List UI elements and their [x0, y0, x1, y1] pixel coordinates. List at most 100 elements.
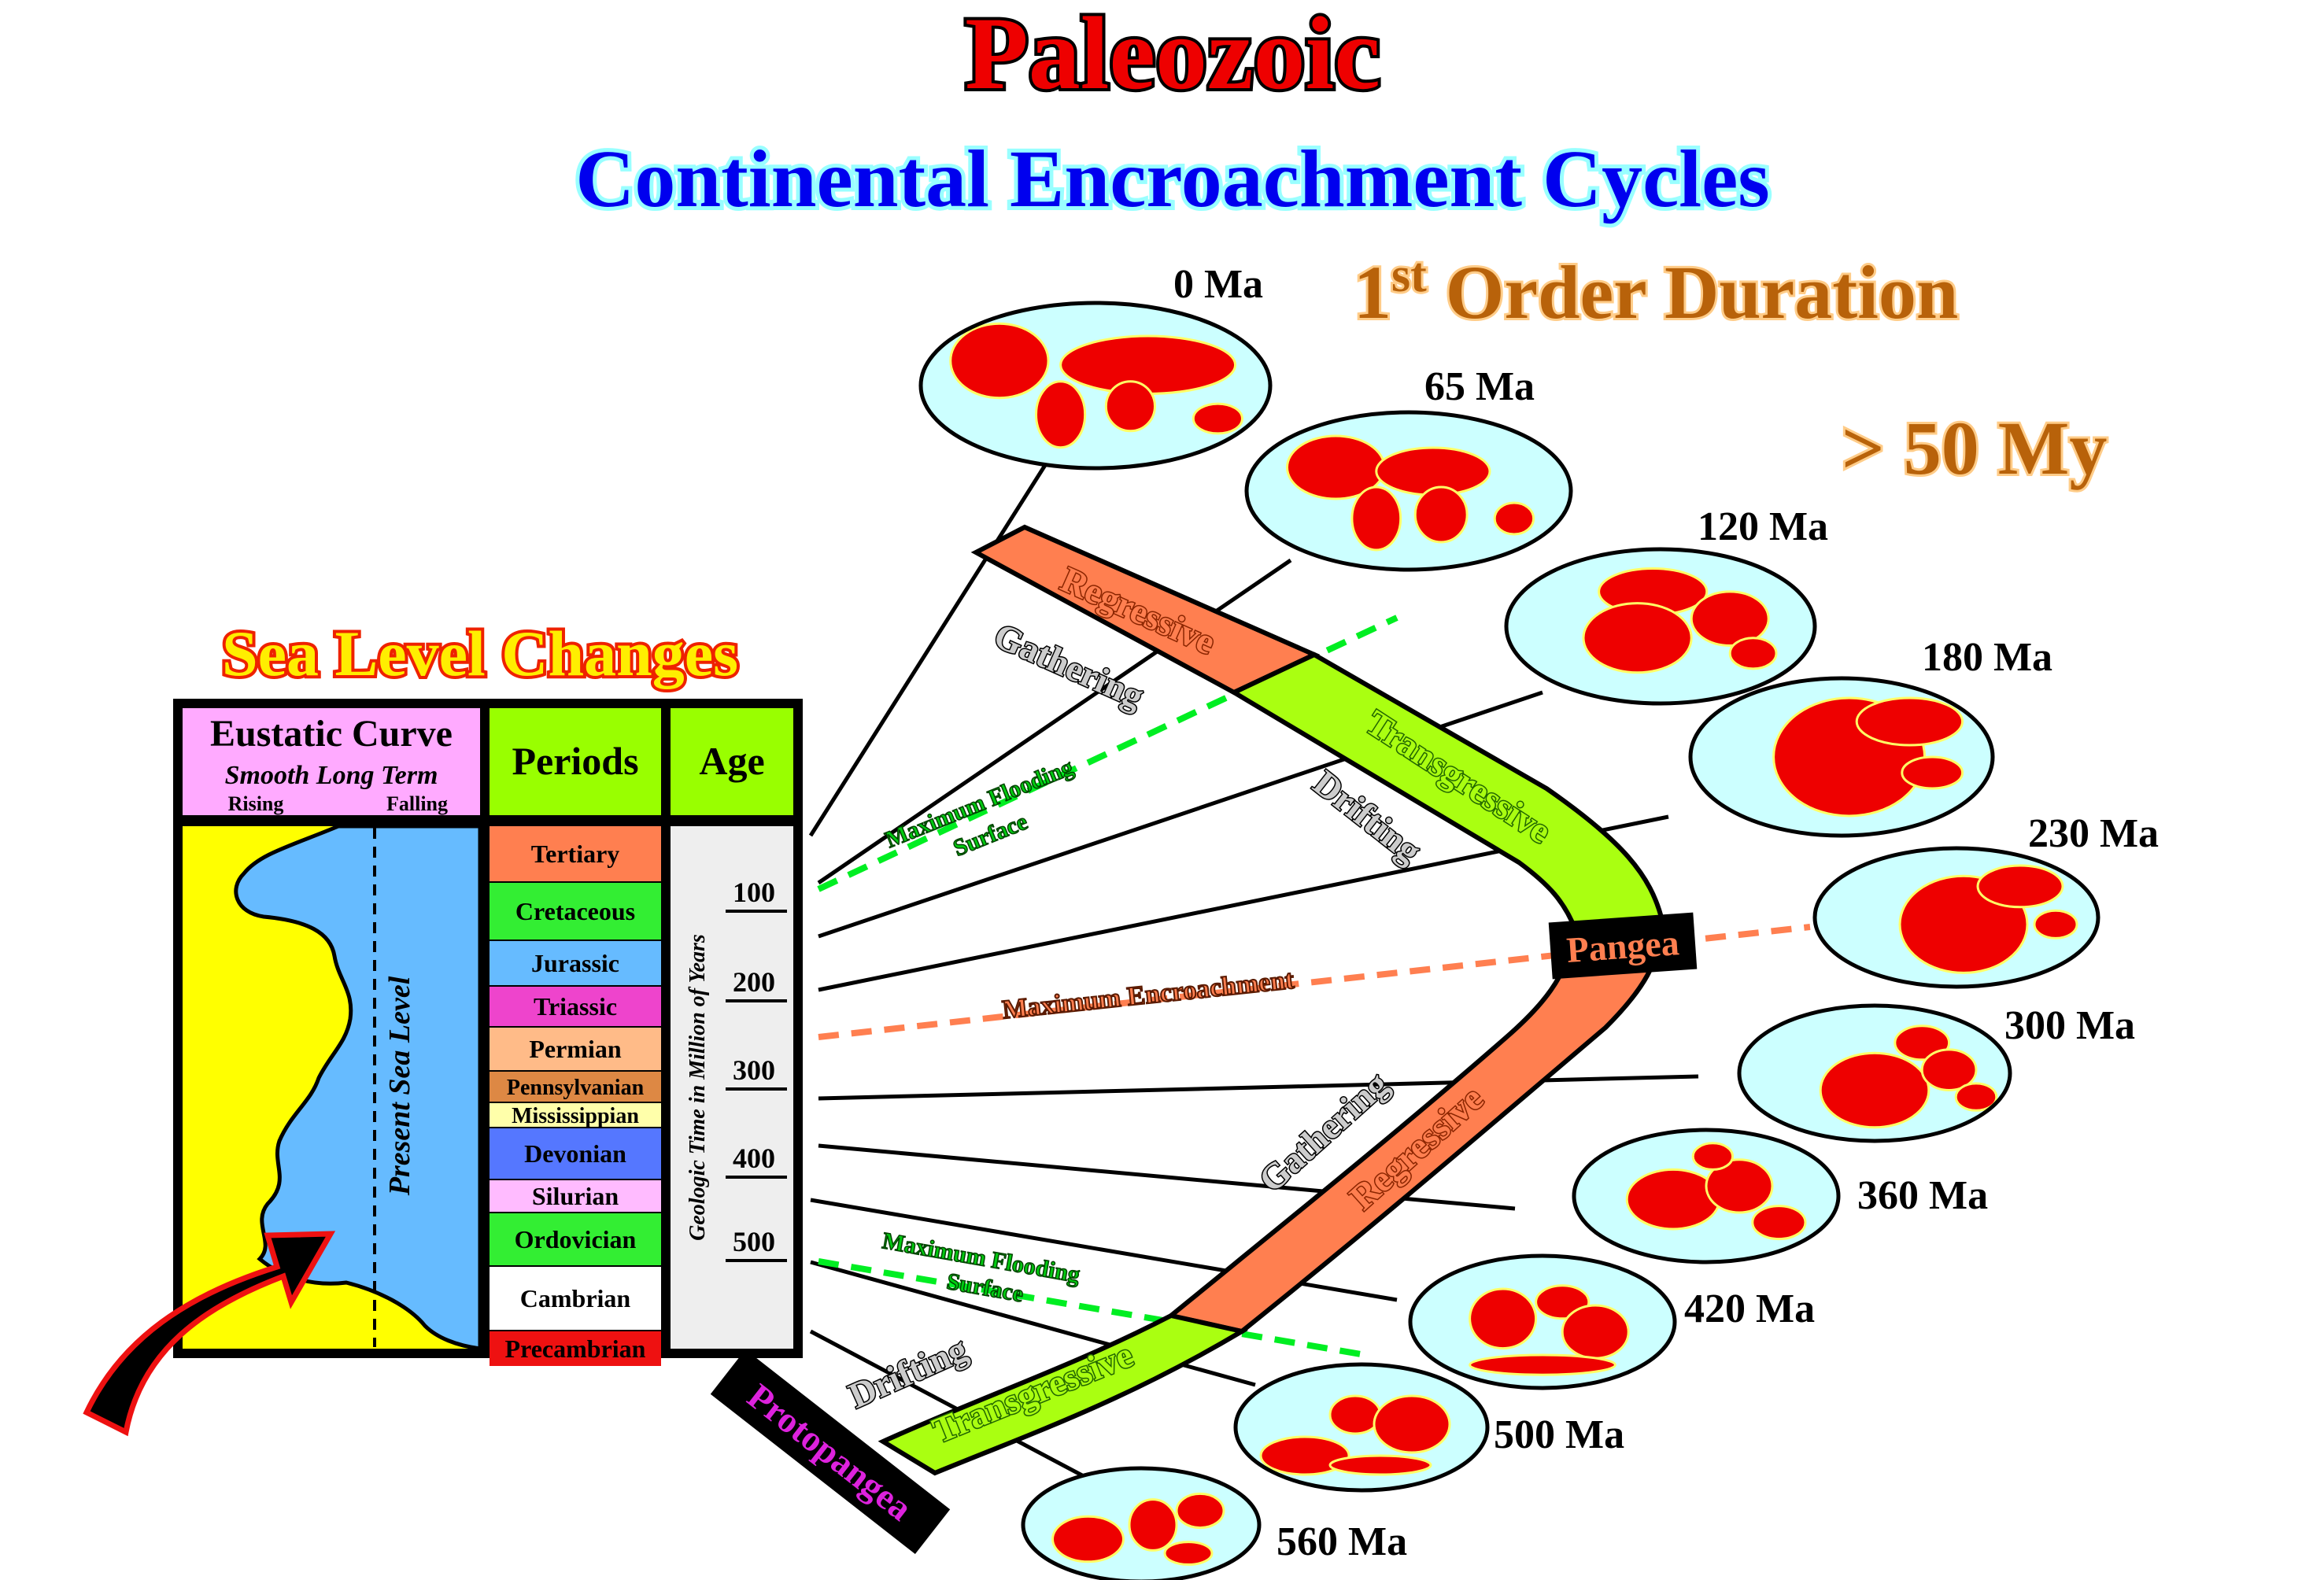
- age-tick-label: 100: [733, 877, 775, 908]
- duration-label: 1st Order Duration: [1354, 249, 1958, 334]
- period-label: Triassic: [534, 992, 617, 1021]
- globe-420ma: 420 Ma: [1408, 1253, 1815, 1390]
- continent: [1373, 1394, 1451, 1454]
- time-line-300ma: [818, 1074, 1699, 1101]
- continent: [1469, 1287, 1538, 1350]
- max-encroachment-label: Maximum Encroachment: [1001, 965, 1296, 1025]
- period-label: Cretaceous: [515, 897, 635, 925]
- period-cell: [490, 1028, 661, 1070]
- globe-age-label: 300 Ma: [2004, 1003, 2135, 1048]
- continent: [1819, 1051, 1931, 1129]
- age-tick-label: 200: [733, 966, 775, 998]
- globe-outline: [1504, 547, 1817, 706]
- pangea-box-bg: [1548, 912, 1698, 980]
- continent: [1582, 602, 1693, 674]
- subtitle: Continental Encroachment Cycles: [575, 134, 1770, 224]
- period-cell: [490, 826, 661, 881]
- continent: [1976, 864, 2064, 909]
- continent: [2033, 909, 2078, 940]
- pangea-label: Pangea: [1565, 922, 1680, 970]
- band-transgressive-top: [1229, 652, 1665, 933]
- period-label: Tertiary: [531, 840, 620, 868]
- globe-0ma: 0 Ma: [918, 262, 1273, 471]
- globe-65ma: 65 Ma: [1244, 364, 1573, 572]
- cycle-bands: [878, 524, 1665, 1476]
- age-axis-label: Geologic Time in Million of Years: [685, 934, 710, 1241]
- period-label: Mississippian: [512, 1104, 639, 1128]
- age-header-cell: [671, 708, 793, 815]
- period-label: Cambrian: [520, 1284, 631, 1312]
- eustatic-subheader: Smooth Long Term: [225, 761, 438, 790]
- continent: [1163, 1541, 1214, 1566]
- continent: [1413, 485, 1469, 544]
- continent: [1328, 1454, 1432, 1476]
- rising-label: Rising: [228, 792, 284, 815]
- globe-500ma: 500 Ma: [1233, 1362, 1624, 1493]
- continent: [1175, 1492, 1225, 1530]
- period-label: Jurassic: [531, 949, 619, 977]
- globe-land: [1819, 1024, 1998, 1129]
- globe-outline: [1233, 1362, 1490, 1493]
- time-line-0ma: [808, 461, 1049, 837]
- continent: [1104, 380, 1156, 433]
- period-label: Pennsylvanian: [507, 1076, 645, 1100]
- sea-level-table: Eustatic Curve Smooth Long Term Rising F…: [83, 699, 803, 1437]
- continent: [1728, 637, 1778, 670]
- globe-outline: [1812, 846, 2100, 989]
- globe-180ma: 180 Ma: [1688, 635, 2052, 838]
- globe-outline: [1737, 1003, 2012, 1143]
- age-tick-label: 300: [733, 1054, 775, 1086]
- continent: [1328, 1394, 1382, 1435]
- continent: [1855, 696, 1964, 747]
- period-label: Permian: [529, 1035, 622, 1063]
- eustatic-header-cell: [183, 708, 480, 815]
- period-label: Silurian: [532, 1182, 619, 1210]
- continent: [1051, 1515, 1125, 1563]
- globe-120ma: 120 Ma: [1504, 504, 1828, 706]
- continent: [1561, 1304, 1630, 1360]
- globe-age-label: 500 Ma: [1494, 1412, 1624, 1457]
- period-cell: [490, 1103, 661, 1127]
- globe-230ma: 230 Ma: [1812, 811, 2159, 989]
- continent: [1705, 1158, 1774, 1214]
- globe-land: [1625, 1142, 1807, 1241]
- continent: [1493, 501, 1535, 536]
- falling-label: Falling: [386, 792, 448, 815]
- globe-outline: [918, 301, 1273, 471]
- continent: [1954, 1082, 1998, 1112]
- age-tick-label: 400: [733, 1143, 775, 1174]
- continent: [1625, 1168, 1721, 1231]
- globe-age-label: 65 Ma: [1424, 364, 1535, 409]
- main-title: Paleozoic: [965, 0, 1380, 111]
- eustatic-curve: [234, 824, 482, 1351]
- continent: [1751, 1205, 1807, 1241]
- globe-outline: [1244, 410, 1573, 572]
- globe-land: [949, 322, 1243, 449]
- globe-land: [1286, 434, 1535, 552]
- period-cell: [490, 987, 661, 1026]
- globe-outline: [1021, 1466, 1262, 1580]
- globe-outline: [1408, 1253, 1677, 1390]
- period-cell: [490, 941, 661, 985]
- sea-level-title: Sea Level Changes: [222, 618, 738, 689]
- globe-age-label: 230 Ma: [2028, 811, 2159, 856]
- period-cell: [490, 1072, 661, 1102]
- globe-age-label: 120 Ma: [1698, 504, 1828, 549]
- continent: [1192, 402, 1243, 435]
- period-cell: [490, 883, 661, 940]
- globe-land: [1469, 1284, 1630, 1376]
- continent: [1128, 1498, 1178, 1552]
- mfs-labels: Maximum Flooding Surface Maximum Floodin…: [880, 754, 1083, 1309]
- globe-360ma: 360 Ma: [1572, 1128, 1988, 1264]
- period-cell: [490, 1128, 661, 1179]
- globe-land: [1051, 1492, 1225, 1566]
- continent: [949, 322, 1050, 400]
- globe-age-label: 0 Ma: [1173, 262, 1263, 307]
- period-label: Ordovician: [515, 1225, 637, 1253]
- continent: [1469, 1353, 1616, 1376]
- continent: [1691, 1142, 1735, 1171]
